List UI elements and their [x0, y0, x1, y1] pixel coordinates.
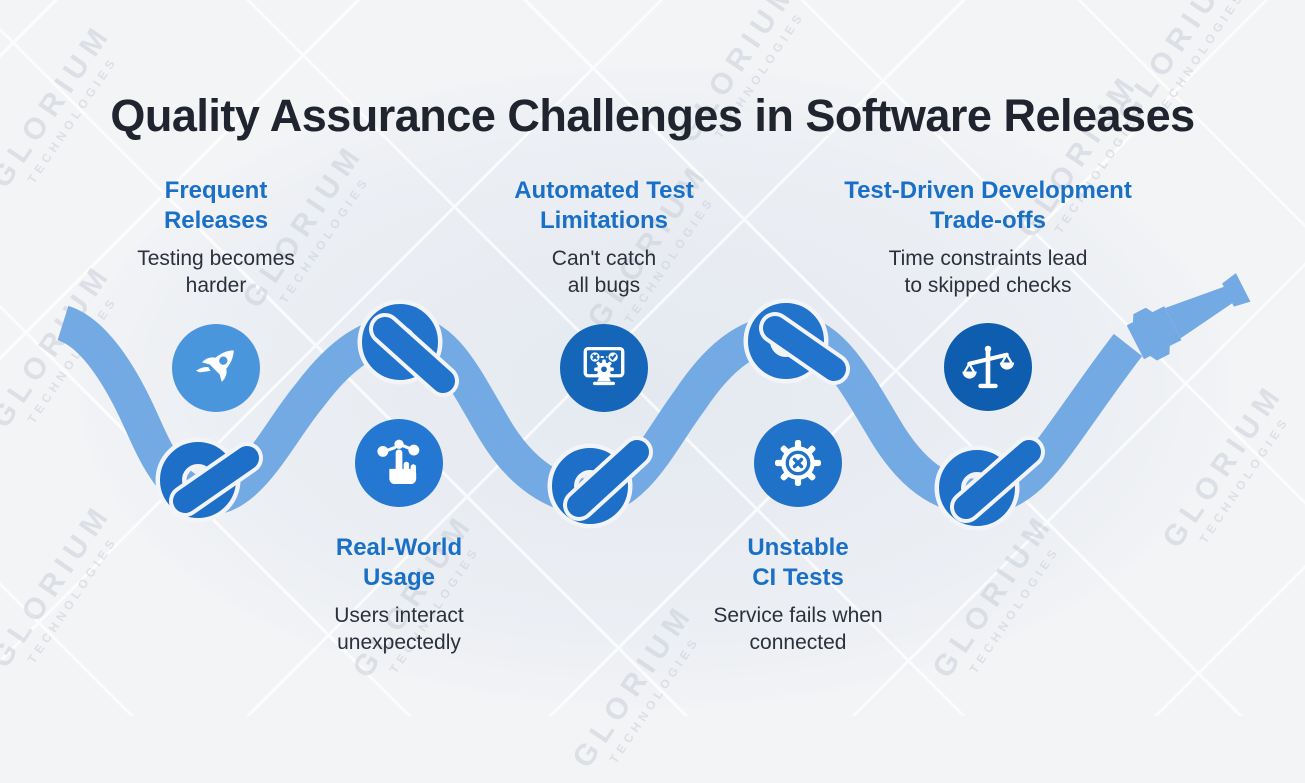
page-title: Quality Assurance Challenges in Software…: [110, 90, 1195, 142]
description-line: all bugs: [567, 274, 641, 297]
challenge-description: Users interact unexpectedly: [229, 602, 569, 656]
monitor-test-icon: [560, 324, 648, 412]
heading-line: Trade-offs: [929, 207, 1046, 234]
heading-line: CI Tests: [752, 564, 844, 591]
heading-line: Releases: [163, 207, 269, 234]
challenge-real-world-usage: Real-World Usage Users interact unexpect…: [229, 533, 569, 656]
description-line: to skipped checks: [904, 274, 1072, 297]
touch-network-icon: [355, 419, 443, 507]
knot-2: [357, 299, 459, 397]
heading-line: Automated Test: [514, 177, 694, 204]
challenge-heading: Unstable CI Tests: [628, 533, 968, 593]
challenge-description: Testing becomes harder: [46, 245, 386, 299]
description-line: Service fails when: [713, 604, 883, 627]
heading-line: Real-World: [335, 534, 463, 561]
challenge-frequent-releases: Frequent Releases Testing becomes harder: [46, 176, 386, 299]
challenge-description: Time constraints lead to skipped checks: [818, 245, 1158, 299]
description-line: Time constraints lead: [888, 247, 1088, 270]
heading-line: Unstable: [747, 534, 849, 561]
heading-line: Test-Driven Development: [844, 177, 1132, 204]
challenge-automated-test-limitations: Automated Test Limitations Can't catch a…: [434, 176, 774, 299]
description-line: harder: [185, 274, 247, 297]
knot-1: [155, 437, 263, 523]
challenge-heading: Frequent Releases: [46, 176, 386, 236]
challenge-tdd-trade-offs: Test-Driven Development Trade-offs Time …: [818, 176, 1158, 299]
challenge-heading: Automated Test Limitations: [434, 176, 774, 236]
description-line: Users interact: [334, 604, 464, 627]
challenge-unstable-ci-tests: Unstable CI Tests Service fails when con…: [628, 533, 968, 656]
challenge-heading: Test-Driven Development Trade-offs: [818, 176, 1158, 236]
description-line: unexpectedly: [337, 631, 461, 654]
heading-line: Frequent: [164, 177, 268, 204]
rocket-icon: [172, 324, 260, 412]
challenge-description: Can't catch all bugs: [434, 245, 774, 299]
knot-3: [547, 436, 653, 529]
gear-error-icon: [754, 419, 842, 507]
heading-line: Usage: [362, 564, 436, 591]
challenge-description: Service fails when connected: [628, 602, 968, 656]
knot-4: [743, 298, 850, 385]
description-line: Can't catch: [551, 247, 657, 270]
heading-line: Limitations: [539, 207, 668, 234]
description-line: connected: [749, 631, 847, 654]
description-line: Testing becomes: [137, 247, 295, 270]
challenge-heading: Real-World Usage: [229, 533, 569, 593]
scales-icon: [944, 323, 1032, 411]
